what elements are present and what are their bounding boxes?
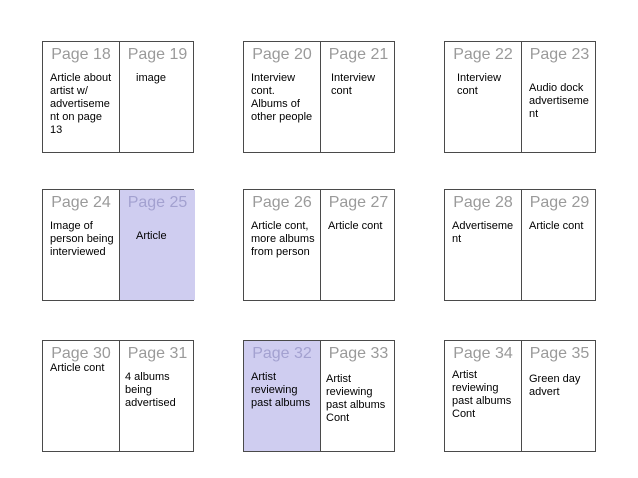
page-24: Page 24 Image of person being interviewe… (43, 190, 119, 300)
page-note: Artist reviewing past albums Cont (326, 373, 386, 424)
page-number: Page 30 (51, 345, 111, 362)
page-number: Page 33 (328, 345, 389, 362)
page-number: Page 21 (328, 46, 389, 63)
page-note: Article cont (529, 220, 584, 232)
page-number: Page 20 (252, 46, 312, 63)
spread-pages-20-21: Page 20 Interview cont. Albums of other … (243, 41, 395, 153)
spread-pages-34-35: Page 34 Artist reviewing past albums Con… (444, 340, 596, 452)
page-number: Page 27 (328, 194, 389, 211)
page-number: Page 32 (252, 345, 312, 362)
page-19: Page 19 image (119, 42, 195, 152)
page-note: Artist reviewing past albums Cont (452, 369, 512, 420)
page-number: Page 19 (127, 46, 188, 63)
page-number: Page 25 (127, 194, 188, 211)
page-27: Page 27 Article cont (320, 190, 396, 300)
page-note: Article cont (328, 220, 383, 232)
page-number: Page 22 (453, 46, 513, 63)
page-number: Page 34 (453, 345, 513, 362)
page-32: Page 32 Artist reviewing past albums (244, 341, 320, 451)
page-note: Audio dock advertiseme nt (529, 82, 589, 120)
page-number: Page 26 (252, 194, 312, 211)
page-number: Page 31 (127, 345, 188, 362)
page-note: Advertiseme nt (452, 220, 514, 245)
page-35: Page 35 Green day advert (521, 341, 597, 451)
page-26: Page 26 Article cont, more albums from p… (244, 190, 320, 300)
page-29: Page 29 Article cont (521, 190, 597, 300)
page-30: Page 30 Article cont (43, 341, 119, 451)
page-note: Green day advert (529, 373, 581, 398)
spread-pages-22-23: Page 22 Interview cont Page 23 Audio doc… (444, 41, 596, 153)
spread-pages-30-31: Page 30 Article cont Page 31 4 albums be… (42, 340, 194, 452)
page-note: Article cont (50, 362, 105, 374)
page-number: Page 35 (529, 345, 590, 362)
spread-pages-32-33: Page 32 Artist reviewing past albums Pag… (243, 340, 395, 452)
page-note: Interview cont (331, 72, 376, 97)
page-note: 4 albums being advertised (125, 371, 176, 409)
page-23: Page 23 Audio dock advertiseme nt (521, 42, 597, 152)
page-note: Article (136, 230, 167, 242)
page-number: Page 24 (51, 194, 111, 211)
page-note: Article about artist w/ advertiseme nt o… (50, 72, 112, 136)
spread-pages-26-27: Page 26 Article cont, more albums from p… (243, 189, 395, 301)
page-28: Page 28 Advertiseme nt (445, 190, 521, 300)
page-31: Page 31 4 albums being advertised (119, 341, 195, 451)
page-note: Interview cont. Albums of other people (251, 72, 313, 123)
page-note: Artist reviewing past albums (251, 371, 311, 409)
page-note: Interview cont (457, 72, 502, 97)
page-22: Page 22 Interview cont (445, 42, 521, 152)
page-note: Image of person being interviewed (50, 220, 114, 258)
page-21: Page 21 Interview cont (320, 42, 396, 152)
page-number: Page 28 (453, 194, 513, 211)
page-20: Page 20 Interview cont. Albums of other … (244, 42, 320, 152)
page-34: Page 34 Artist reviewing past albums Con… (445, 341, 521, 451)
page-25: Page 25 Article (119, 190, 195, 300)
spread-pages-28-29: Page 28 Advertiseme nt Page 29 Article c… (444, 189, 596, 301)
page-number: Page 29 (529, 194, 590, 211)
spread-pages-24-25: Page 24 Image of person being interviewe… (42, 189, 195, 301)
page-number: Page 18 (51, 46, 111, 63)
page-33: Page 33 Artist reviewing past albums Con… (320, 341, 396, 451)
page-note: image (136, 72, 166, 84)
spread-pages-18-19: Page 18 Article about artist w/ advertis… (42, 41, 194, 153)
page-note: Article cont, more albums from person (251, 220, 315, 258)
page-number: Page 23 (529, 46, 590, 63)
page-18: Page 18 Article about artist w/ advertis… (43, 42, 119, 152)
